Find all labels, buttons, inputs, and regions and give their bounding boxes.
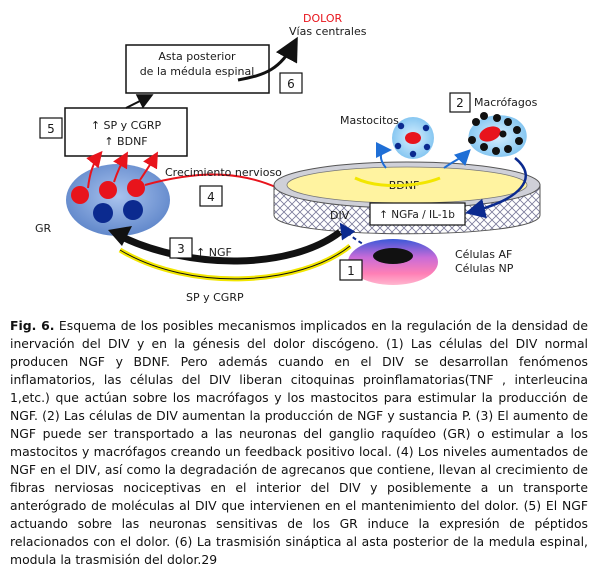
step-3-label: 3 [177, 242, 185, 256]
step-3-box [169, 237, 193, 259]
ngfa-il1b-label: ↑ NGFa / IL-1b [379, 209, 455, 221]
gr-label: GR [35, 222, 52, 235]
step-1-box [339, 259, 363, 281]
macrofago-particles [468, 112, 523, 155]
dashed-arrow [339, 222, 381, 255]
sp-cgrp-box [64, 107, 188, 157]
mastocito-granule-5 [409, 150, 417, 158]
figure-caption: Fig. 6. Esquema de los posibles mecanism… [10, 317, 588, 569]
mastocitos-label: Mastocitos [340, 114, 399, 127]
red-fibre-3 [139, 151, 158, 181]
ngf-retrograde-arrow [118, 229, 343, 265]
vias-centrales-label: Vías centrales [289, 25, 367, 38]
red-fibre-2 [113, 151, 128, 183]
crecimiento-label: Crecimiento nervioso [165, 166, 282, 179]
asta-line1: Asta posterior [158, 50, 236, 63]
mastocito-granule-3 [394, 142, 402, 150]
asta-posterior-box [125, 44, 270, 94]
red-fibre-1 [86, 150, 103, 189]
neuron-red-1 [71, 186, 89, 204]
bdnf-up-label: ↑ BDNF [104, 135, 147, 148]
sp-to-asta-arrow [125, 94, 154, 109]
caption-text: Esquema de los posibles mecanismos impli… [10, 318, 589, 567]
step-5-box [39, 117, 63, 139]
figure-label: Fig. 6. [10, 318, 55, 333]
div-label: DIV [330, 209, 350, 222]
ganglion-gr [66, 164, 170, 236]
step-6-box [279, 72, 303, 94]
neuron-red-2 [99, 181, 117, 199]
asta-line2: de la médula espinal [140, 65, 255, 78]
celulas-np-label: Células NP [455, 262, 514, 275]
neuron-red-3 [127, 179, 145, 197]
mechanism-diagram: DOLOR Vías centrales Asta posterior de l… [35, 12, 541, 304]
mastocito-granule-1 [397, 122, 405, 130]
bdnf-yellow-arrow [354, 176, 441, 187]
ngfa-il1b-box [369, 202, 466, 226]
ngf-retrograde-arrowhead [108, 226, 132, 246]
mastocito-granule-2 [422, 124, 430, 132]
step-4-label: 4 [207, 190, 215, 204]
sp-cgrp-up-label: ↑ SP y CGRP [91, 119, 162, 132]
disc-to-macrofago-arrow [443, 149, 471, 169]
step-4-box [199, 185, 223, 207]
feedback-arrow [465, 157, 527, 219]
step-2-label: 2 [456, 96, 464, 110]
dolor-label: DOLOR [303, 12, 343, 25]
step-5-label: 5 [47, 122, 55, 136]
celulas-af-label: Células AF [455, 248, 512, 261]
neuron-blue-2 [123, 200, 143, 220]
anterograde-arrow-outline [119, 245, 351, 280]
step-1-label: 1 [347, 264, 355, 278]
step-2-box [449, 92, 471, 113]
neuron-blue-1 [93, 203, 113, 223]
af-np-nucleus [373, 248, 413, 264]
macrofago-nucleus [479, 126, 501, 142]
step-6-label: 6 [287, 77, 295, 91]
disc-to-mastocito-arrow [375, 142, 392, 169]
mastocito-granule-4 [423, 143, 431, 151]
transmission-arrow [237, 36, 298, 82]
mastocito-nucleus [405, 132, 421, 144]
macrofagos-label: Macrófagos [474, 96, 538, 109]
sp-cgrp-label: SP y CGRP [186, 291, 244, 304]
ngf-up-label: ↑ NGF [196, 246, 232, 259]
